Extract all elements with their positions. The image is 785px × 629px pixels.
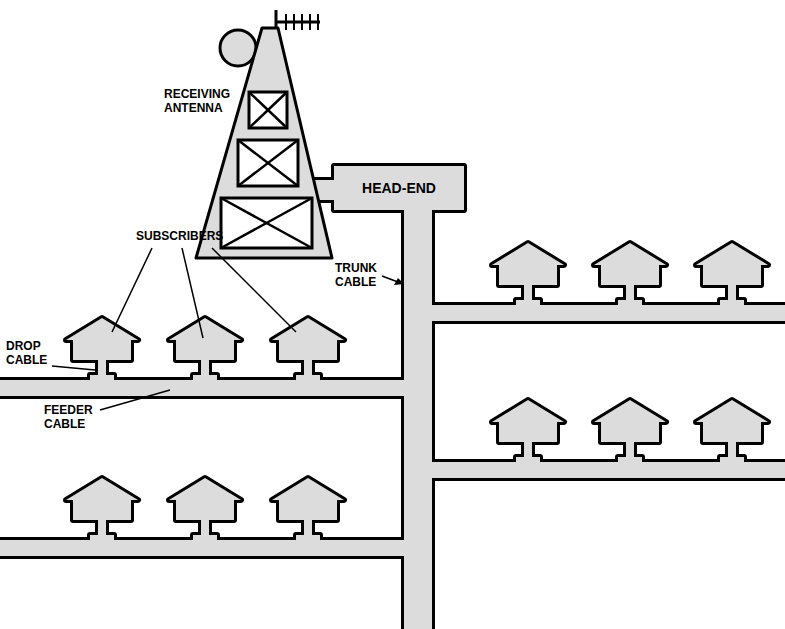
drop-tap bbox=[296, 535, 320, 542]
cable-fill bbox=[0, 166, 785, 629]
drop-tap bbox=[720, 457, 744, 464]
subscriber-house bbox=[594, 400, 666, 442]
cable-label: DROP CABLE bbox=[6, 340, 47, 368]
yagi-boom bbox=[276, 21, 320, 24]
feeder-cable bbox=[0, 540, 432, 556]
head-end-box: HEAD-END bbox=[334, 166, 464, 210]
drop-tap bbox=[193, 375, 217, 382]
feeder-cable bbox=[0, 540, 432, 556]
leader-line bbox=[212, 248, 296, 332]
subscriber-house bbox=[169, 318, 241, 360]
drop-tap bbox=[618, 457, 642, 464]
drop-tap bbox=[90, 375, 114, 382]
subscriber-house bbox=[594, 400, 666, 442]
leader-lines bbox=[52, 248, 398, 410]
subscriber-house bbox=[272, 478, 344, 520]
drop-tap bbox=[193, 375, 217, 382]
leader-line bbox=[100, 390, 170, 410]
subscriber-house bbox=[594, 243, 666, 285]
antenna-tower bbox=[196, 10, 332, 258]
label-holder: DROP CABLE bbox=[6, 340, 47, 368]
node-text: HEAD-END bbox=[362, 180, 436, 196]
drop-tap bbox=[516, 300, 540, 307]
subscriber-house bbox=[492, 400, 564, 442]
subscriber-house bbox=[272, 478, 344, 520]
label-holder: SUBSCRIBERS bbox=[136, 230, 223, 244]
subscriber-house bbox=[272, 318, 344, 360]
subscriber-house bbox=[169, 478, 241, 520]
subscriber-house bbox=[169, 478, 241, 520]
tower-braces bbox=[221, 92, 312, 248]
feeder-cable bbox=[404, 305, 785, 321]
drop-tap bbox=[90, 375, 114, 382]
subscriber-house bbox=[594, 243, 666, 285]
drop-tap bbox=[90, 535, 114, 542]
subscriber-house bbox=[66, 478, 138, 520]
tower-body bbox=[196, 28, 332, 258]
label-holder: TRUNK CABLE bbox=[335, 262, 377, 290]
drop-tap bbox=[516, 457, 540, 464]
subscriber-house bbox=[66, 318, 138, 360]
feeder-cable bbox=[404, 462, 785, 478]
label-holder: FEEDER CABLE bbox=[44, 404, 93, 432]
trunk-cable bbox=[404, 200, 432, 629]
subscriber-house bbox=[696, 400, 768, 442]
subscriber-house bbox=[66, 478, 138, 520]
leader-line bbox=[382, 276, 398, 282]
subscriber-house bbox=[696, 400, 768, 442]
label-holder: RECEIVING ANTENNA bbox=[164, 88, 230, 116]
feeder-cable bbox=[404, 305, 785, 321]
leader-line bbox=[52, 366, 95, 370]
drop-tap bbox=[618, 300, 642, 307]
leader-arrowhead bbox=[394, 278, 404, 285]
drop-tap bbox=[296, 535, 320, 542]
feeder-cable bbox=[404, 462, 785, 478]
subscriber-house bbox=[169, 318, 241, 360]
cable-label: TRUNK CABLE bbox=[335, 262, 377, 290]
subscriber-house bbox=[492, 243, 564, 285]
feeder-cable bbox=[0, 380, 432, 396]
drop-tap bbox=[193, 535, 217, 542]
tower-lattice bbox=[221, 92, 312, 248]
drop-tap bbox=[516, 457, 540, 464]
drop-tap bbox=[296, 375, 320, 382]
head-end-box bbox=[334, 166, 464, 210]
cable-label: SUBSCRIBERS bbox=[136, 230, 223, 244]
subscriber-house bbox=[272, 318, 344, 360]
feeder-cable bbox=[0, 380, 432, 396]
drop-tap bbox=[720, 300, 744, 307]
subscriber-house bbox=[492, 400, 564, 442]
leader-line bbox=[112, 248, 152, 332]
cable-outline bbox=[0, 166, 785, 629]
drop-tap bbox=[516, 300, 540, 307]
drop-tap bbox=[618, 457, 642, 464]
subscriber-house bbox=[66, 318, 138, 360]
dish bbox=[220, 30, 256, 66]
drop-tap bbox=[618, 300, 642, 307]
trunk-cable bbox=[404, 200, 432, 629]
yagi-elements bbox=[286, 14, 318, 30]
cable-label: RECEIVING ANTENNA bbox=[164, 88, 230, 116]
subscriber-house bbox=[696, 243, 768, 285]
subscriber-house bbox=[492, 243, 564, 285]
cable-label: FEEDER CABLE bbox=[44, 404, 93, 432]
drop-tap bbox=[193, 535, 217, 542]
subscriber-house bbox=[696, 243, 768, 285]
head-end-box bbox=[334, 166, 464, 210]
drop-tap bbox=[720, 457, 744, 464]
drop-tap bbox=[90, 535, 114, 542]
drop-tap bbox=[720, 300, 744, 307]
drop-tap bbox=[296, 375, 320, 382]
leader-line bbox=[182, 248, 203, 338]
